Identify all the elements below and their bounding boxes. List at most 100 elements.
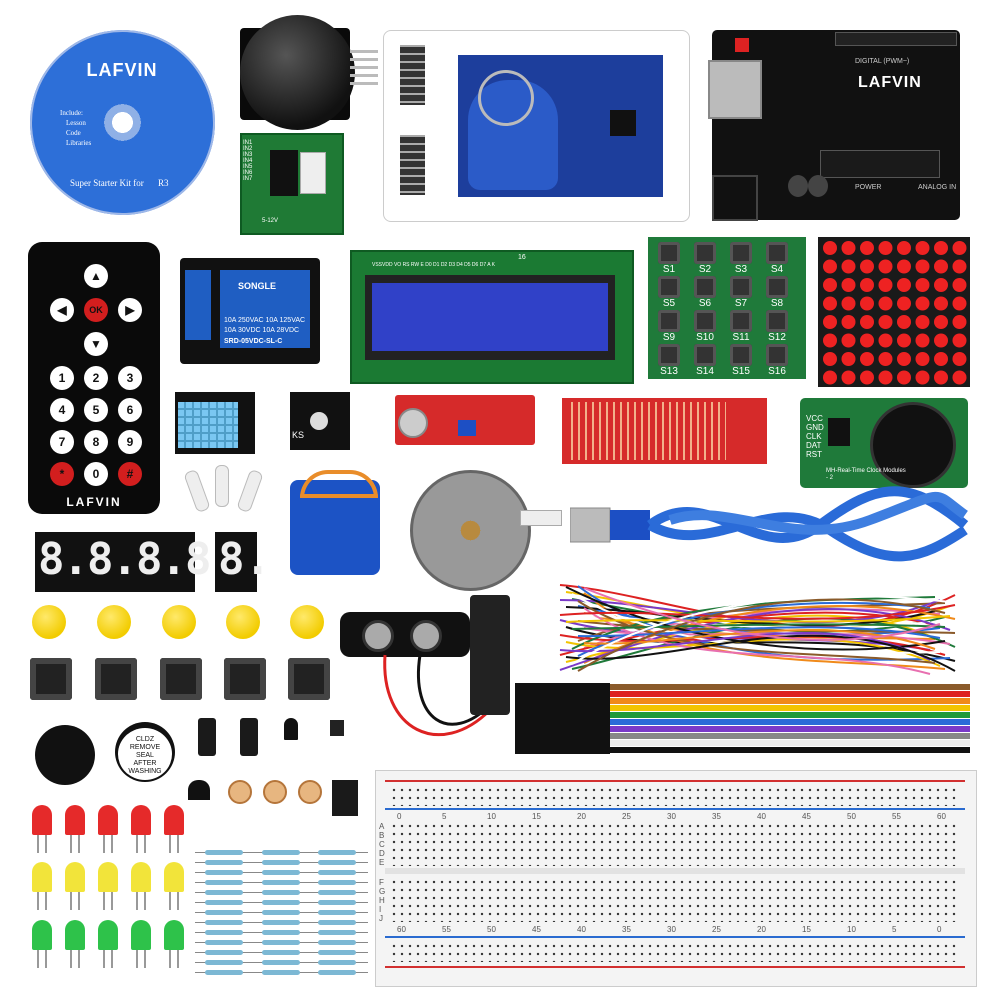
photoresistor	[228, 780, 252, 804]
breadboard-column-number: 35	[712, 812, 721, 821]
rtc-pin: DAT	[806, 441, 822, 450]
matrix-led	[952, 296, 967, 311]
breadboard-column-number: 40	[577, 925, 586, 934]
breadboard-column-number: 5	[892, 925, 897, 934]
led-leg	[70, 892, 72, 910]
dupont-connector	[515, 711, 610, 719]
lcd-pin-number: 16	[518, 254, 526, 261]
battery-snap	[362, 620, 394, 652]
resistor	[205, 970, 243, 975]
matrix-led	[823, 315, 837, 329]
resistor	[318, 950, 356, 955]
driver-label: IN1	[243, 140, 253, 146]
jumper-wire	[571, 593, 941, 655]
matrix-led	[860, 278, 874, 292]
rtc-pin-labels: VCC GND CLK DAT RST	[806, 414, 824, 459]
resistor	[318, 970, 356, 975]
resistor	[262, 860, 300, 865]
resistor	[262, 930, 300, 935]
relay-rating: 10A 30VDC 10A 28VDC	[224, 327, 300, 334]
breadboard-column-number: 0	[397, 812, 402, 821]
keypad-key-label: S15	[732, 366, 750, 377]
remote-brand: LAFVIN	[66, 495, 122, 509]
keypad-key	[730, 310, 752, 332]
driver-label: IN3	[243, 152, 253, 158]
analog-label: ANALOG IN	[918, 184, 957, 191]
passive-buzzer	[35, 725, 95, 785]
keypad-key	[730, 242, 752, 264]
matrix-led	[860, 333, 874, 348]
driver-input-labels: IN1 IN2 IN3 IN4 IN5 IN6 IN7	[243, 140, 252, 182]
keypad-key-label: S13	[660, 366, 678, 377]
led	[32, 920, 52, 950]
rtc-chip	[828, 418, 850, 446]
matrix-led	[841, 315, 856, 329]
dupont-connector	[515, 704, 610, 712]
digital-label: DIGITAL (PWM~)	[855, 58, 910, 65]
breadboard-column-number: 45	[802, 812, 811, 821]
remote-key: 7	[50, 430, 74, 454]
shift-register-ic	[332, 780, 358, 816]
led-leg	[103, 835, 105, 853]
dupont-connector	[515, 739, 610, 747]
resistor	[205, 920, 243, 925]
matrix-led	[841, 259, 856, 274]
breadboard-rail-blue	[385, 936, 965, 938]
joystick-knob	[240, 15, 355, 130]
matrix-led	[823, 333, 837, 348]
remote-key: 0	[84, 462, 108, 486]
breadboard-row-letter: H	[379, 896, 385, 905]
resistor	[262, 890, 300, 895]
coin-battery-holder	[870, 402, 956, 488]
matrix-led	[897, 241, 911, 255]
keypad-key	[766, 310, 788, 332]
dc-power-jack	[712, 175, 758, 221]
stepper-connector	[520, 510, 562, 526]
led-leg	[169, 892, 171, 910]
led-leg	[103, 892, 105, 910]
four-digit-7segment-display	[35, 532, 195, 592]
reset-button	[735, 38, 749, 52]
keypad-key	[730, 344, 752, 366]
matrix-led	[841, 352, 856, 366]
dupont-connector	[515, 697, 610, 705]
matrix-led	[915, 259, 930, 274]
matrix-led	[952, 241, 967, 255]
dht11-sensor	[178, 402, 238, 448]
jumper-wires	[559, 584, 956, 675]
jumper-wire	[577, 605, 941, 636]
tutorial-cd	[30, 30, 215, 215]
dupont-connector	[515, 746, 610, 754]
led-leg	[144, 892, 146, 910]
breadboard-column-number: 5	[442, 812, 447, 821]
digital-header	[835, 32, 957, 46]
led-leg	[70, 835, 72, 853]
cd-bottom-text: Super Starter Kit for R3	[70, 178, 169, 188]
dot-matrix-leds	[823, 241, 967, 385]
electrolytic-capacitor	[240, 718, 258, 756]
breadboard-row-letter: E	[379, 858, 385, 867]
breadboard-column-number: 50	[487, 925, 496, 934]
resistor	[318, 900, 356, 905]
capacitor-icon	[808, 175, 828, 197]
keypad-key	[694, 242, 716, 264]
led-leg	[78, 950, 80, 968]
breadboard-column-number: 55	[442, 925, 451, 934]
cd-include-item: Libraries	[66, 139, 92, 147]
matrix-led	[915, 296, 930, 311]
driver-label: IN2	[243, 146, 253, 152]
remote-key: 3	[118, 366, 142, 390]
matrix-led	[841, 278, 856, 292]
battery-clip	[340, 612, 470, 657]
driver-connector	[300, 152, 326, 194]
matrix-led	[860, 315, 874, 329]
resistor	[205, 870, 243, 875]
matrix-led	[934, 278, 948, 292]
driver-label: IN7	[243, 176, 253, 182]
led-leg	[169, 835, 171, 853]
matrix-led	[934, 241, 948, 255]
ir-receiver-led	[284, 718, 298, 740]
resistor	[262, 920, 300, 925]
sticker-line: SEAL	[136, 752, 154, 759]
led-leg	[136, 835, 138, 853]
